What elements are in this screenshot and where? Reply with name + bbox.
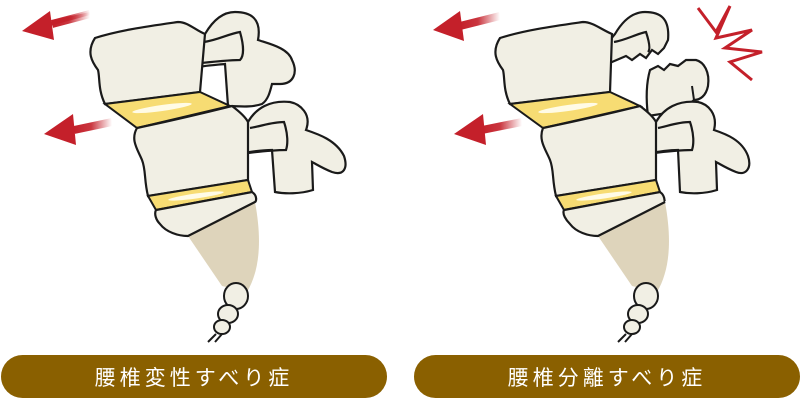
anterior-slip-arrow-icon: [44, 114, 113, 145]
condition-label-bar: 腰椎変性すべり症: [1, 355, 387, 398]
spine-illustration-isthmic: [433, 5, 763, 343]
condition-label-bar: 腰椎分離すべり症: [414, 355, 800, 398]
anterior-slip-arrow-icon: [22, 10, 92, 40]
spine-illustration-degenerative: [22, 10, 347, 343]
anterior-slip-arrow-icon: [433, 11, 501, 41]
panel-degenerative-spondylolisthesis: 腰椎変性すべり症: [1, 10, 387, 398]
fracture-burst-icon: [696, 5, 763, 82]
anterior-slip-arrow-icon: [454, 114, 523, 145]
condition-label-text: 腰椎分離すべり症: [507, 365, 707, 390]
panel-isthmic-spondylolisthesis: 腰椎分離すべり症: [400, 0, 800, 400]
condition-label-text: 腰椎変性すべり症: [94, 365, 294, 390]
